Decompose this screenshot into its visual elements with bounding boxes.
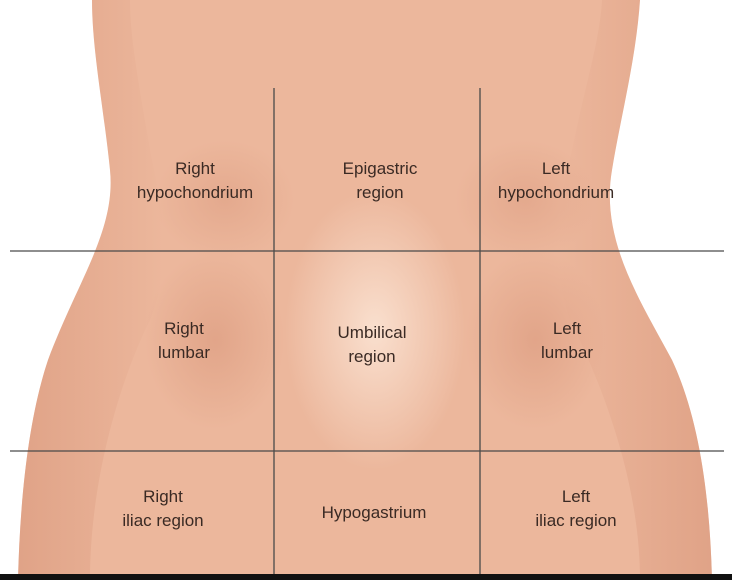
label-right-hypochondrium: Right hypochondrium — [137, 157, 253, 205]
bottom-band — [0, 574, 732, 580]
label-left-lumbar: Left lumbar — [541, 317, 593, 365]
label-hypogastrium: Hypogastrium — [322, 501, 427, 525]
label-left-iliac-region: Left iliac region — [535, 485, 616, 533]
label-right-lumbar: Right lumbar — [158, 317, 210, 365]
label-umbilical-region: Umbilical region — [338, 321, 407, 369]
label-left-hypochondrium: Left hypochondrium — [498, 157, 614, 205]
label-epigastric-region: Epigastric region — [343, 157, 418, 205]
label-right-iliac-region: Right iliac region — [122, 485, 203, 533]
